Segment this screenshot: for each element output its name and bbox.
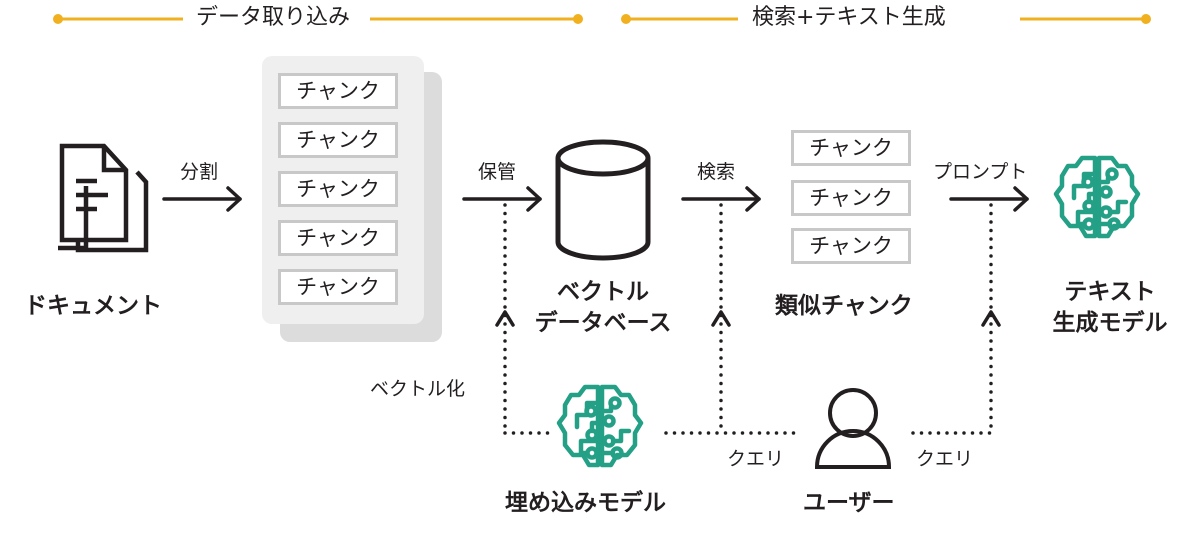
node-label-vector-db-line2: データベース [534,310,672,337]
section-line-ingestion [53,14,583,24]
arrow-split [162,186,242,212]
node-label-vector-db: ベクトル データベース [533,277,673,339]
section-title-retrieval-generation: 検索+テキスト生成 [752,5,946,30]
node-label-document: ドキュメント [24,293,162,319]
arrow-store [462,186,542,212]
chunk-item: チャンク [278,122,398,158]
node-label-user: ユーザー [803,490,895,516]
similar-chunk-item: チャンク [791,130,911,166]
node-label-vector-db-line1: ベクトル [557,279,649,305]
dotted-path-vectorize [503,203,552,435]
chunk-item: チャンク [278,171,398,207]
edge-label-vectorize: ベクトル化 [370,378,466,400]
node-label-text-model: テキスト 生成モデル [1040,277,1180,339]
document-icon [58,143,149,253]
chunk-item: チャンク [278,73,398,109]
similar-chunk-item: チャンク [791,228,911,264]
chunk-item: チャンク [278,220,398,256]
chunk-item: チャンク [278,269,398,305]
edge-label-search: 検索 [697,161,736,183]
node-label-text-model-line1: テキスト [1064,279,1156,305]
edge-label-prompt: プロンプト [933,161,1028,183]
dotted-path-query-prompt [911,203,993,435]
arrowhead-query-prompt [981,310,1001,327]
node-label-text-model-line2: 生成モデル [1052,310,1168,337]
arrowhead-vectorize [495,310,515,327]
user-icon [814,388,892,469]
edge-label-split: 分割 [180,161,219,183]
database-icon [555,139,651,261]
section-title-ingestion: データ取り込み [196,5,351,30]
node-label-similar-chunks: 類似チャンク [775,293,913,319]
similar-chunk-item: チャンク [791,180,911,216]
section-line-retrieval [621,14,1151,24]
arrowhead-query-search [711,310,731,327]
edge-label-query-right: クエリ [916,448,974,470]
brain-icon [556,384,644,468]
arrow-search [681,186,761,212]
arrow-prompt [949,186,1029,212]
node-label-embedding-model: 埋め込みモデル [505,490,666,516]
edge-label-store: 保管 [478,161,517,183]
brain-icon [1053,155,1141,239]
edge-label-query-left: クエリ [727,448,785,470]
